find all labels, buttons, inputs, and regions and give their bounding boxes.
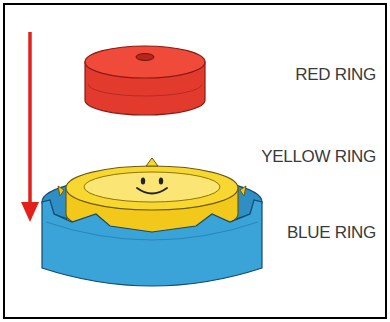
red-ring-top xyxy=(85,46,205,78)
smiley-eye xyxy=(159,178,163,185)
smiley-eye xyxy=(141,178,145,185)
part-label: BLUE RING xyxy=(287,224,376,243)
part-label: RED RING xyxy=(295,66,376,85)
red-ring xyxy=(85,46,205,115)
down-arrow xyxy=(21,32,39,222)
arrow-head xyxy=(21,202,39,222)
blue-ring-wall xyxy=(42,200,262,286)
label-holder: YELLOW RING xyxy=(261,148,376,167)
blue-ring-shade xyxy=(46,222,258,240)
label-holder: BLUE RING xyxy=(287,224,376,243)
blue-ring-front xyxy=(42,200,262,286)
yellow-ring-top xyxy=(66,166,238,210)
smiley-mouth xyxy=(137,188,167,194)
red-ring-hole xyxy=(136,54,154,61)
red-ring-lip xyxy=(88,84,202,96)
frame-border xyxy=(4,4,386,318)
part-label: YELLOW RING xyxy=(261,148,376,167)
yellow-ring-tabs xyxy=(58,186,246,196)
arrow-shaft xyxy=(28,32,32,206)
yellow-ring-face xyxy=(84,172,220,202)
yellow-ring-nub xyxy=(146,158,158,166)
label-holder: RED RING xyxy=(295,66,376,85)
